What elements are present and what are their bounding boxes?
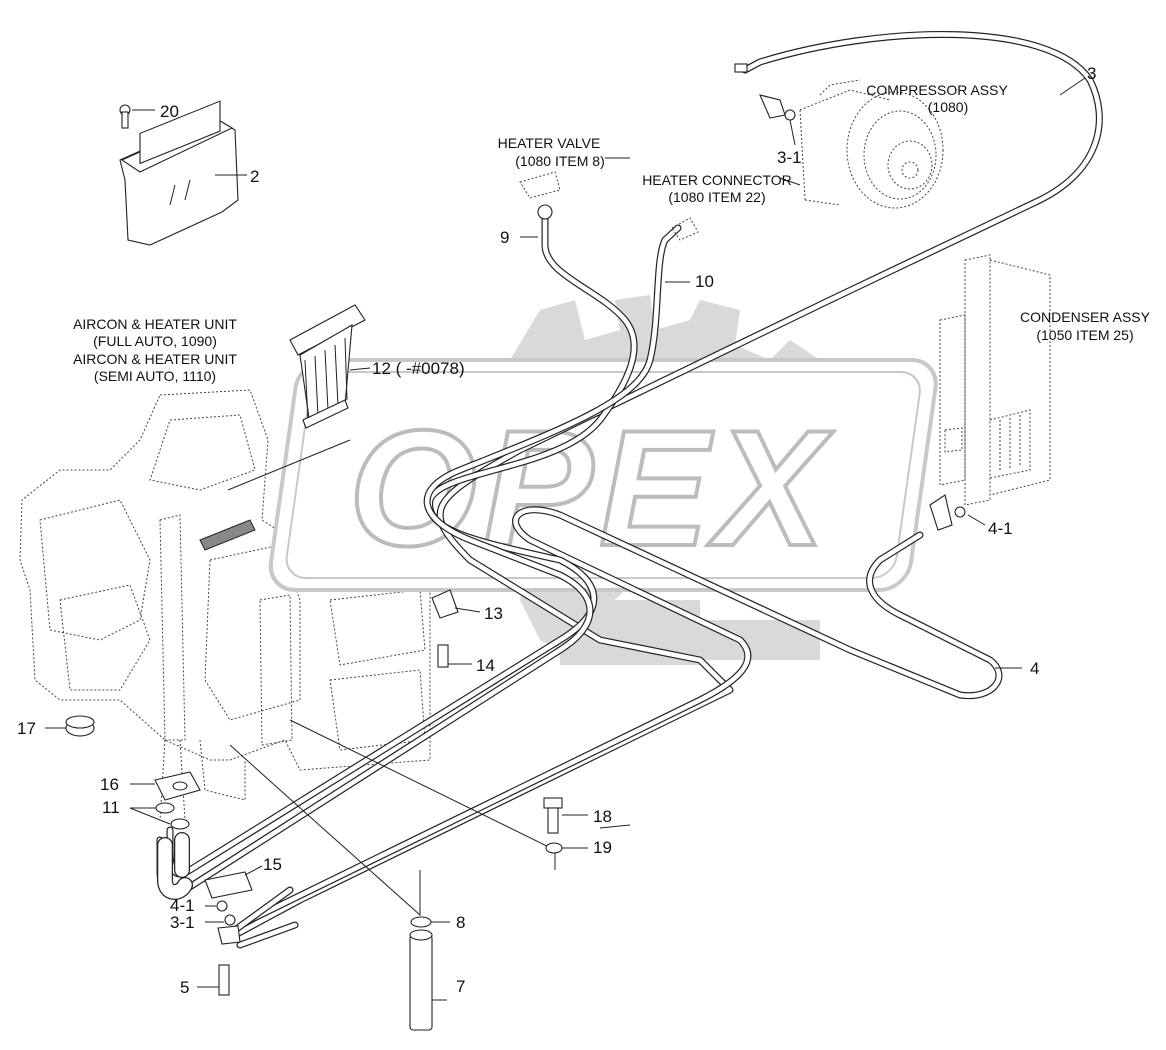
screw-part-20	[119, 104, 155, 129]
callout-3-1-top: 3-1	[777, 148, 802, 167]
fitting-part-4-1-bottom	[205, 900, 228, 912]
drain-hose-7	[409, 929, 433, 1031]
callout-12: 12 ( -#0078)	[372, 359, 465, 378]
callout-9: 9	[500, 228, 509, 247]
fitting-part-4-1-right	[929, 494, 986, 531]
hose-ends-bottom-left	[157, 832, 193, 900]
callout-3: 3	[1087, 64, 1096, 83]
bolt-part-18	[543, 797, 588, 834]
callout-leaders	[431, 77, 1086, 1001]
callout-13: 13	[484, 604, 503, 623]
callout-14: 14	[476, 656, 495, 675]
caption-compressor-title: COMPRESSOR ASSY	[866, 82, 1008, 98]
heater-hose-9	[166, 211, 638, 878]
caption-aircon-full-ref: (FULL AUTO, 1090)	[93, 333, 217, 349]
heater-connector-sketch	[671, 217, 699, 241]
callout-20: 20	[160, 102, 179, 121]
fitting-part-3-1-top	[734, 63, 796, 146]
caption-aircon-full-title: AIRCON & HEATER UNIT	[73, 316, 237, 332]
compressor-assembly-sketch	[799, 79, 944, 209]
callout-4-1-bottom: 4-1	[170, 896, 195, 915]
callout-15: 15	[263, 855, 282, 874]
refrigerant-pipe-4	[246, 506, 1003, 924]
callout-18: 18	[593, 807, 612, 826]
plate-part-15	[204, 865, 263, 899]
heater-valve-sketch	[519, 171, 561, 220]
callout-11: 11	[102, 798, 120, 817]
seal-part-16	[130, 771, 201, 801]
caption-condenser-title: CONDENSER ASSY	[1020, 309, 1151, 325]
bolt-part-14	[437, 644, 472, 668]
liquid-line-bottom	[231, 886, 299, 949]
filter-tag	[199, 519, 256, 551]
callout-8: 8	[456, 913, 465, 932]
caption-heater-valve-ref: (1080 ITEM 8)	[515, 153, 604, 169]
callout-19: 19	[593, 838, 612, 857]
harness-part-12	[289, 304, 371, 429]
callout-5: 5	[180, 978, 189, 997]
callout-4: 4	[1030, 659, 1039, 678]
control-panel-part-2	[119, 100, 247, 246]
watermark-logo: OPEX	[268, 295, 938, 665]
watermark-text: OPEX	[349, 396, 834, 580]
condenser-assembly-sketch	[939, 254, 1051, 506]
caption-aircon-semi-ref: (SEMI AUTO, 1110)	[94, 368, 216, 384]
bolt-part-5	[197, 964, 230, 996]
washer-part-19	[545, 842, 588, 854]
caption-condenser-ref: (1050 ITEM 25)	[1036, 327, 1133, 343]
caption-heater-connector-ref: (1080 ITEM 22)	[668, 189, 765, 205]
callout-17: 17	[17, 719, 36, 738]
fitting-part-3-1-bottom	[205, 914, 241, 945]
callout-4-1-right: 4-1	[988, 519, 1013, 538]
callout-10: 10	[695, 272, 714, 291]
callout-16: 16	[100, 775, 119, 794]
caption-aircon-semi-title: AIRCON & HEATER UNIT	[73, 351, 237, 367]
bracket-part-13	[431, 589, 481, 619]
callout-2: 2	[250, 167, 259, 186]
callout-7: 7	[456, 977, 465, 996]
heater-hose-10	[156, 224, 682, 898]
clamp-part-8	[410, 916, 450, 928]
caption-compressor-ref: (1080)	[928, 99, 968, 115]
clamp-part-11	[129, 802, 190, 830]
callout-3-1-bottom: 3-1	[170, 913, 195, 932]
grommet-part-17	[45, 715, 95, 737]
caption-heater-connector-title: HEATER CONNECTOR	[642, 172, 792, 188]
caption-heater-valve-title: HEATER VALVE	[498, 135, 601, 151]
